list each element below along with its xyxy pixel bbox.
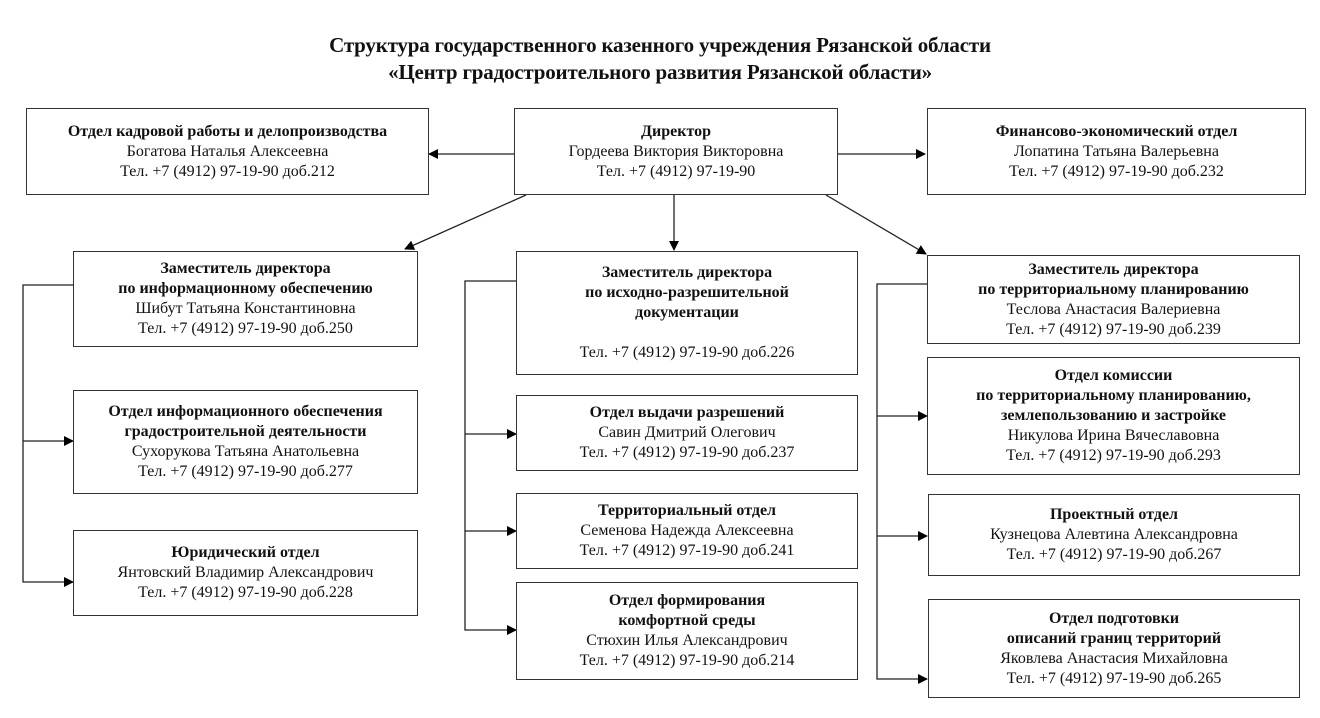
unit-person: Сухорукова Татьяна Анатольевна (131, 443, 360, 460)
unit-legal: Юридический отдел Янтовский Владимир Але… (73, 530, 418, 616)
unit-hr: Отдел кадровой работы и делопроизводства… (26, 108, 429, 195)
spine-deputy-info (22, 284, 74, 587)
unit-head: Заместитель директора по исходно-разреши… (585, 264, 789, 321)
unit-territorial: Территориальный отдел Семенова Надежда А… (516, 493, 858, 569)
unit-person: Гордеева Виктория Викторовна (568, 142, 784, 160)
unit-director: Директор Гордеева Виктория Викторовна Те… (514, 108, 838, 195)
unit-deputy-permits: Заместитель директора по исходно-разреши… (516, 251, 858, 375)
unit-phone: Тел. +7 (4912) 97-19-90 доб.232 (1009, 162, 1224, 180)
unit-comfort: Отдел формирования комфортной среды Стюх… (516, 582, 858, 680)
unit-person: Теслова Анастасия Валериевна (1006, 300, 1221, 318)
link-director-deputy-info (404, 194, 527, 250)
unit-head: Заместитель директора по информационному… (118, 260, 373, 297)
unit-info-dept: Отдел информационного обеспечения градос… (73, 390, 418, 494)
unit-person: Кузнецова Алевтина Александровна (990, 526, 1238, 543)
unit-head: Отдел формирования комфортной среды (608, 592, 766, 629)
unit-person: Савин Дмитрий Олегович (598, 424, 776, 441)
unit-finance: Финансово-экономический отдел Лопатина Т… (927, 108, 1306, 195)
unit-person (517, 323, 857, 343)
unit-phone: Тел. +7 (4912) 97-19-90 доб.241 (579, 542, 795, 559)
unit-project: Проектный отдел Кузнецова Алевтина Алекс… (928, 494, 1300, 576)
link-director-deputy-planning (825, 194, 927, 255)
unit-head: Финансово-экономический отдел (995, 122, 1238, 140)
unit-phone: Тел. +7 (4912) 97-19-90 доб.212 (120, 162, 335, 180)
unit-phone: Тел. +7 (4912) 97-19-90 доб.237 (579, 444, 795, 461)
unit-head: Отдел информационного обеспечения градос… (108, 403, 383, 440)
unit-phone: Тел. +7 (4912) 97-19-90 доб.228 (138, 584, 353, 601)
spine-deputy-planning (876, 283, 928, 684)
unit-phone: Тел. +7 (4912) 97-19-90 доб.265 (1006, 669, 1222, 687)
unit-phone: Тел. +7 (4912) 97-19-90 доб.250 (138, 320, 353, 337)
unit-phone: Тел. +7 (4912) 97-19-90 доб.226 (579, 344, 795, 361)
unit-head: Заместитель директора по территориальном… (978, 260, 1249, 298)
unit-deputy-planning: Заместитель директора по территориальном… (927, 255, 1300, 344)
unit-commission: Отдел комиссии по территориальному плани… (927, 357, 1300, 475)
title-line-1: Структура государственного казенного учр… (329, 33, 991, 57)
unit-phone: Тел. +7 (4912) 97-19-90 (596, 162, 756, 180)
unit-person: Стюхин Илья Александрович (586, 632, 788, 649)
unit-person: Семенова Надежда Алексеевна (580, 522, 794, 539)
spine-deputy-permits (464, 280, 517, 635)
unit-head: Директор (641, 122, 711, 140)
chart-title: Структура государственного казенного учр… (0, 32, 1320, 86)
unit-phone: Тел. +7 (4912) 97-19-90 доб.239 (1006, 320, 1221, 338)
unit-head: Отдел подготовки описаний границ террито… (1006, 609, 1222, 647)
unit-head: Отдел комиссии по территориальному плани… (976, 367, 1251, 424)
unit-deputy-info: Заместитель директора по информационному… (73, 251, 418, 347)
unit-person: Шибут Татьяна Константиновна (135, 300, 356, 317)
unit-head: Юридический отдел (171, 544, 320, 561)
title-line-2: «Центр градостроительного развития Рязан… (388, 60, 932, 84)
unit-phone: Тел. +7 (4912) 97-19-90 доб.277 (138, 463, 353, 480)
unit-head: Отдел кадровой работы и делопроизводства (67, 122, 388, 140)
unit-person: Никулова Ирина Вячеславовна (1007, 427, 1220, 444)
unit-person: Янтовский Владимир Александрович (117, 564, 374, 581)
unit-head: Отдел выдачи разрешений (589, 404, 785, 421)
unit-phone: Тел. +7 (4912) 97-19-90 доб.214 (579, 652, 795, 669)
unit-person: Яковлева Анастасия Михайловна (1000, 649, 1228, 667)
unit-person: Лопатина Татьяна Валерьевна (1014, 142, 1219, 160)
unit-phone: Тел. +7 (4912) 97-19-90 доб.267 (1006, 546, 1222, 563)
unit-boundaries: Отдел подготовки описаний границ террито… (928, 599, 1300, 698)
unit-head: Территориальный отдел (597, 502, 777, 519)
unit-phone: Тел. +7 (4912) 97-19-90 доб.293 (1006, 447, 1221, 464)
unit-permits: Отдел выдачи разрешений Савин Дмитрий Ол… (516, 395, 858, 471)
unit-person: Богатова Наталья Алексеевна (126, 142, 329, 160)
unit-head: Проектный отдел (1049, 506, 1179, 523)
